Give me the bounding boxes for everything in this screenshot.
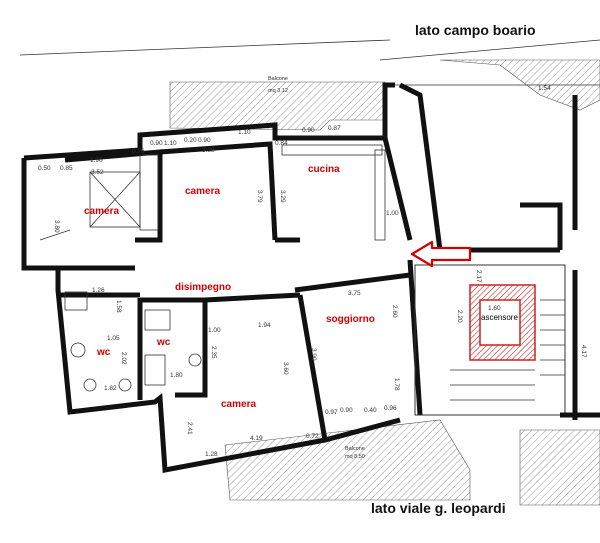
dim-label: 1.82 bbox=[104, 385, 117, 392]
room-label-camera-bottom: camera bbox=[221, 399, 256, 410]
dim-label: 1.00 bbox=[208, 327, 221, 334]
room-label-disimpegno: disimpegno bbox=[175, 282, 231, 293]
dim-label: 3.80 bbox=[53, 220, 60, 233]
dim-label: 0.96 bbox=[384, 405, 397, 412]
dim-label: 1.10 bbox=[164, 140, 177, 147]
room-label-soggiorno: soggiorno bbox=[326, 314, 375, 325]
dim-label: 2.17 bbox=[475, 270, 482, 283]
context-lines bbox=[19, 39, 600, 241]
room-label-wc-right: wc bbox=[156, 337, 171, 348]
dim-label: 3.60 bbox=[282, 362, 289, 375]
dim-label: 0.20 bbox=[184, 137, 197, 144]
dim-label: 1.28 bbox=[205, 451, 218, 458]
dim-label: 0.84 bbox=[275, 140, 288, 147]
dim-label: 0.76 bbox=[132, 148, 145, 155]
right-block-walls bbox=[560, 270, 600, 420]
dim-label: 1.10 bbox=[238, 129, 251, 136]
dim-label: 0.90 bbox=[150, 140, 163, 147]
dim-label: 0.90 bbox=[340, 407, 353, 414]
dim-label: 1.26 bbox=[92, 287, 105, 294]
dim-label: 4.17 bbox=[580, 345, 587, 358]
dim-label: 3.90 bbox=[310, 348, 317, 361]
dim-label: 1.80 bbox=[170, 372, 183, 379]
dim-label: 3.29 bbox=[279, 190, 286, 203]
label-bottom-side: lato viale g. leopardi bbox=[371, 500, 506, 516]
balcony-notes: Balcone mq 3.12 Balcone mq 8.50 bbox=[268, 76, 365, 460]
dim-label: 1.90 bbox=[90, 157, 103, 164]
room-label-camera-top: camera bbox=[185, 186, 220, 197]
room-label-camera-left: camera bbox=[84, 206, 119, 217]
dim-label: 2.20 bbox=[456, 310, 463, 323]
kitchen-counter bbox=[281, 144, 386, 241]
dim-label: 1.54 bbox=[538, 85, 551, 92]
bed-left bbox=[89, 171, 141, 228]
bathroom-fixtures bbox=[64, 291, 202, 392]
balcony-bottom-mq: mq 8.50 bbox=[345, 454, 365, 460]
elevator-label: ascensore bbox=[481, 313, 518, 322]
dim-label: 2.41 bbox=[186, 422, 193, 435]
dim-label: 0.90 bbox=[198, 137, 211, 144]
balcony-top-mq: mq 3.12 bbox=[268, 88, 288, 94]
dim-label: 0.90 bbox=[302, 127, 315, 134]
dim-label: 0.50 bbox=[38, 165, 51, 172]
dim-label: 2.02 bbox=[120, 352, 127, 365]
entrance-arrow-icon bbox=[410, 240, 472, 268]
dim-label: 1.60 bbox=[488, 305, 501, 312]
dim-label: 1.78 bbox=[393, 378, 400, 391]
dim-label: 1.05 bbox=[107, 335, 120, 342]
dim-label: 2.60 bbox=[391, 305, 398, 318]
dim-label: 3.52 bbox=[91, 169, 104, 176]
dim-label: 3.38 bbox=[202, 147, 215, 154]
elevator bbox=[469, 284, 536, 361]
dim-label: 4.19 bbox=[250, 435, 263, 442]
label-top-side: lato campo boario bbox=[415, 22, 536, 38]
dim-label: 3.75 bbox=[348, 290, 361, 297]
dim-label: 2.35 bbox=[210, 346, 217, 359]
dim-label: 0.87 bbox=[328, 125, 341, 132]
wardrobe-left bbox=[139, 154, 159, 231]
balcony-top-label: Balcone bbox=[268, 76, 288, 82]
dim-label: 0.97 bbox=[325, 409, 338, 416]
dim-label: 3.79 bbox=[256, 190, 263, 203]
room-label-wc-left: wc bbox=[96, 347, 111, 358]
apartment-walls bbox=[21, 82, 423, 473]
balcony-top-hatch bbox=[169, 81, 386, 131]
dim-label: 0.40 bbox=[364, 407, 377, 414]
dim-label: 1.58 bbox=[115, 300, 122, 313]
dim-label: 0.85 bbox=[60, 165, 73, 172]
dimension-labels: 0.50 0.85 1.90 3.52 0.76 0.90 1.10 0.20 … bbox=[38, 85, 587, 458]
dim-label: 1.94 bbox=[258, 322, 271, 329]
room-label-cucina: cucina bbox=[308, 164, 340, 175]
dim-label: 1.00 bbox=[386, 210, 399, 217]
balcony-bottom-label: Balcone bbox=[345, 446, 365, 452]
right-hatch bbox=[439, 59, 600, 506]
dim-label: 0.72 bbox=[306, 433, 319, 440]
balcony-bottom-hatch bbox=[224, 419, 471, 501]
